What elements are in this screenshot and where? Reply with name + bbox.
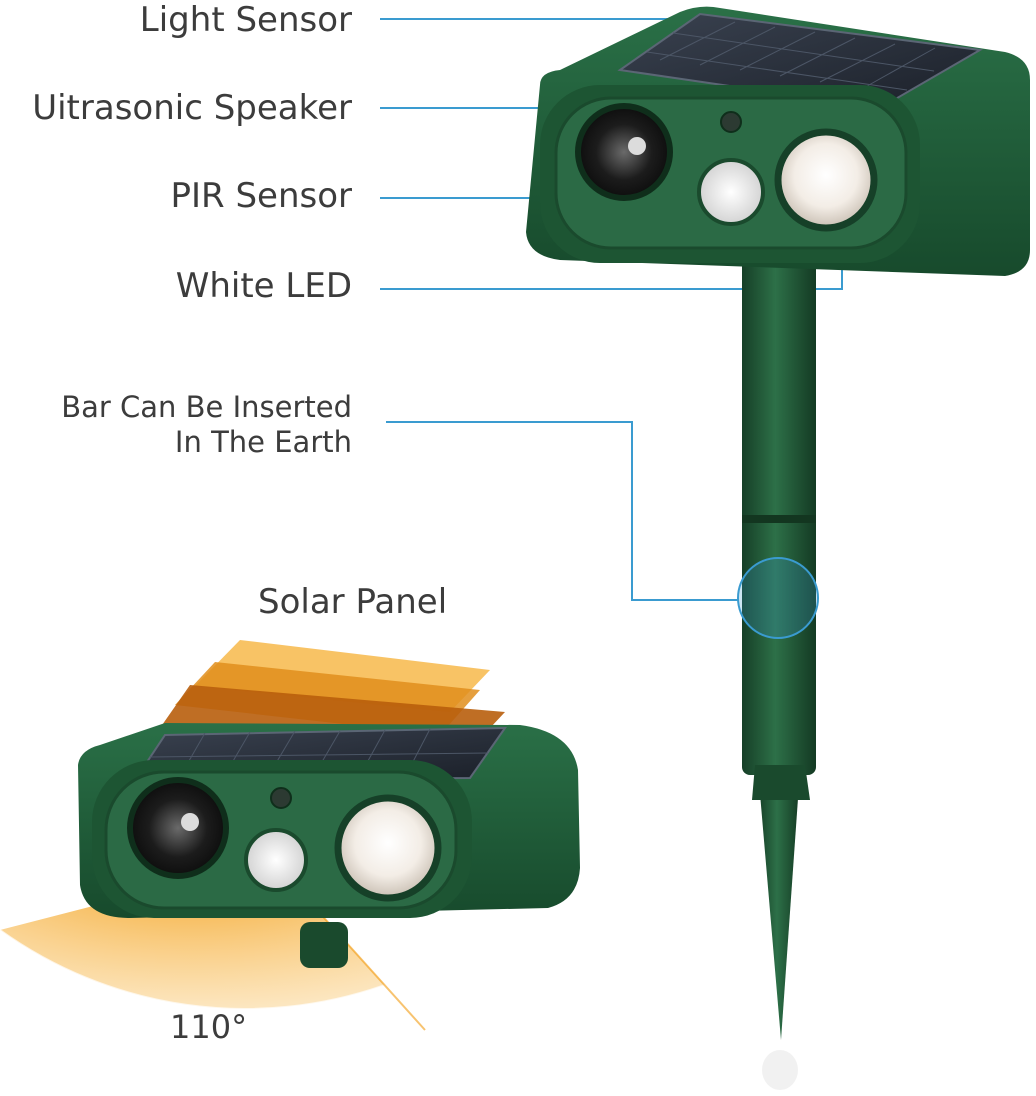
lower-light-sensor	[270, 787, 292, 809]
lower-speaker	[127, 777, 229, 879]
solar-panel-label: Solar Panel	[258, 582, 448, 622]
ultrasonic-speaker-label: Uitrasonic Speaker	[32, 88, 352, 128]
bar-label-line2: In The Earth	[174, 425, 352, 459]
lower-device	[78, 723, 580, 968]
white-led-label: White LED	[175, 266, 352, 306]
detection-angle-label: 110°	[170, 1008, 248, 1046]
lower-pir-sensor	[244, 828, 308, 892]
bar-label-line1: Bar Can Be Inserted	[61, 390, 352, 424]
pir-sensor-label: PIR Sensor	[170, 176, 352, 216]
upper-solar-cells	[646, 21, 936, 91]
stake-highlight-circle	[737, 557, 819, 639]
lower-white-led	[334, 794, 442, 902]
ground-stake	[742, 255, 816, 1090]
upper-white-led	[774, 128, 878, 232]
bar-insert-label: Bar Can Be Inserted In The Earth	[61, 390, 352, 460]
upper-speaker	[575, 103, 673, 201]
bar-callout-line	[386, 421, 738, 601]
light-sensor-label: Light Sensor	[139, 0, 352, 40]
upper-light-sensor	[720, 111, 742, 133]
upper-pir-sensor	[697, 158, 765, 226]
upper-device	[526, 6, 1030, 277]
